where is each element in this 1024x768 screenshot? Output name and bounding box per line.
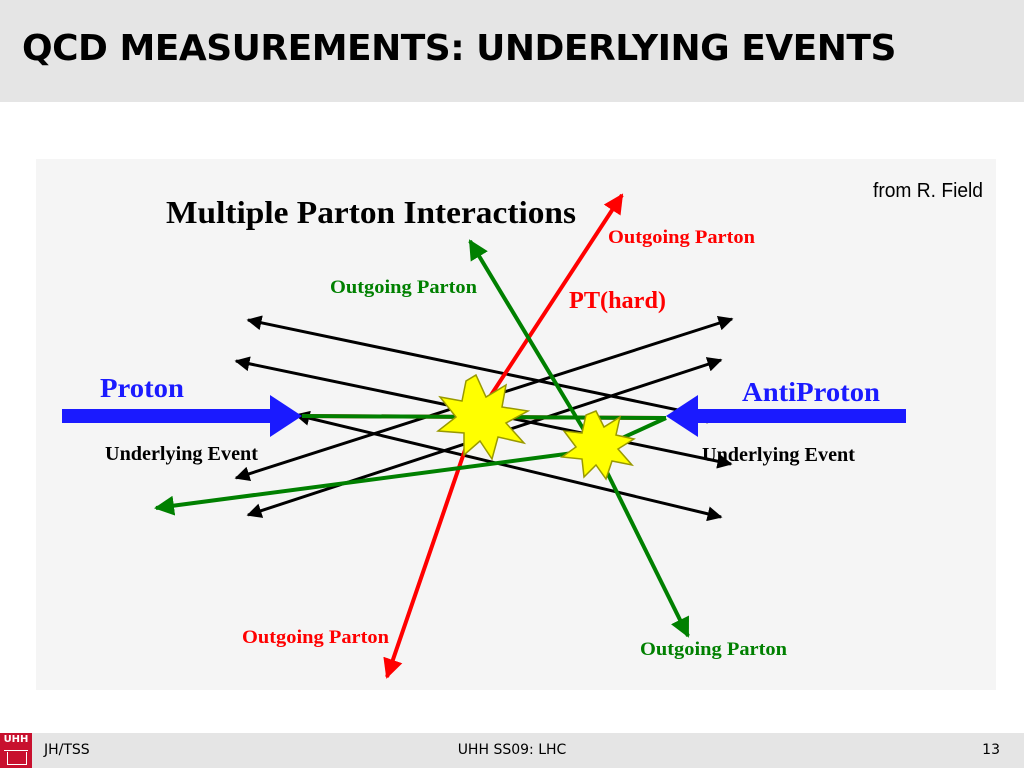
underlying-track bbox=[294, 410, 723, 522]
diagram-heading: Multiple Parton Interactions bbox=[166, 194, 576, 230]
proton-beam bbox=[62, 395, 302, 437]
footer-author: JH/TSS bbox=[44, 742, 90, 758]
red-outgoing-up bbox=[474, 193, 624, 420]
outgoing-parton-label-top-green: Outgoing Parton bbox=[330, 277, 477, 298]
logo-emblem bbox=[7, 752, 27, 765]
university-logo: UHH bbox=[0, 733, 32, 768]
pt-hard-label: PT(hard) bbox=[569, 288, 666, 314]
mpi-diagram-svg: Multiple Parton Interactions from R. Fie… bbox=[62, 180, 983, 679]
footer-course: UHH SS09: LHC bbox=[457, 742, 567, 758]
slide-title: QCD MEASUREMENTS: UNDERLYING EVENTS bbox=[22, 28, 896, 69]
logo-divider bbox=[4, 750, 28, 751]
secondary-interaction-burst bbox=[559, 410, 636, 481]
credit-label: from R. Field bbox=[873, 180, 983, 202]
green-outgoing-down bbox=[594, 449, 690, 638]
green-outgoing-up bbox=[468, 239, 598, 452]
outgoing-parton-label-bottom-green: Outgoing Parton bbox=[640, 639, 787, 660]
slide-footer: JH/TSS UHH SS09: LHC 13 bbox=[0, 733, 1024, 768]
green-track-left bbox=[154, 448, 597, 516]
proton-label: Proton bbox=[100, 373, 184, 403]
slide-header: QCD MEASUREMENTS: UNDERLYING EVENTS bbox=[0, 0, 1024, 102]
logo-text: UHH bbox=[3, 734, 29, 745]
outgoing-parton-label-top-red: Outgoing Parton bbox=[608, 227, 755, 248]
mpi-diagram: Multiple Parton Interactions from R. Fie… bbox=[36, 159, 996, 690]
antiproton-label: AntiProton bbox=[742, 377, 880, 407]
page-number: 13 bbox=[982, 742, 1000, 758]
underlying-event-label-left: Underlying Event bbox=[105, 443, 258, 465]
hard-interaction-burst bbox=[436, 373, 531, 461]
red-outgoing-down bbox=[383, 417, 478, 679]
underlying-event-label-right: Underlying Event bbox=[702, 444, 855, 466]
outgoing-parton-label-bottom-red: Outgoing Parton bbox=[242, 627, 389, 648]
antiproton-beam bbox=[666, 395, 906, 437]
